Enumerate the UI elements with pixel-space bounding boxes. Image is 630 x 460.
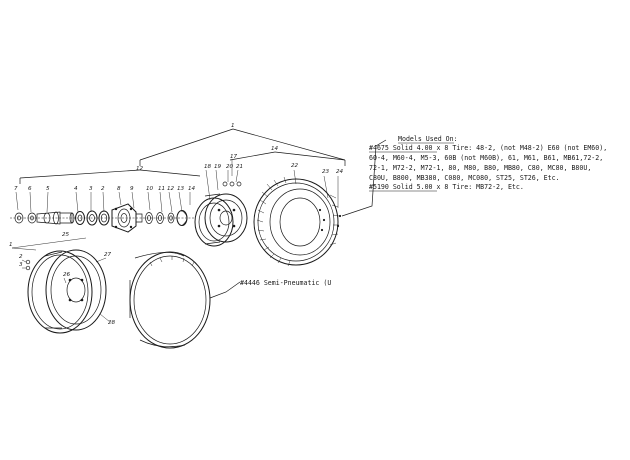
part-number-3: 3 — [89, 186, 93, 192]
models-used-callout: Models Used On: #4675 Solid 4.00 x 8 Tir… — [369, 135, 607, 192]
part-number-10: 10 — [146, 186, 154, 192]
part-number-13: 13 — [177, 186, 185, 192]
models-line-2: 60-4, M60-4, M5-3, 60B (not M60B), 61, M… — [369, 154, 603, 162]
part-number-11: 11 — [158, 186, 165, 192]
part-number-lower-1: 1 — [9, 242, 13, 248]
part-number-21: 21 — [236, 164, 243, 170]
models-line-3: 72-1, M72-2, M72-1, 80, M80, B80, MB80, … — [369, 164, 591, 172]
models-line-4: C80U, B800, MB380, C080, MC080, ST25, ST… — [369, 174, 560, 182]
part-number-lower-2: 2 — [19, 254, 23, 260]
part-number-9: 9 — [130, 186, 134, 192]
part-number-20: 20 — [226, 164, 234, 170]
part-number-25: 25 — [62, 232, 70, 238]
part-number-4: 4 — [74, 186, 78, 192]
hub-parts-row — [10, 203, 195, 233]
split-rim-assembly: 18 19 20 21 17 — [194, 154, 248, 247]
part-number-24: 24 — [336, 169, 344, 175]
part-number-17: 17 — [230, 154, 238, 160]
models-line-5: #5190 Solid 5.00 x 8 Tire: MB72-2, Etc. — [369, 183, 524, 191]
solid-tire: 22 23 24 — [253, 139, 387, 267]
part-number-23: 23 — [322, 169, 330, 175]
part-number-2: 2 — [101, 186, 105, 192]
part-number-hub-group: 12 — [136, 166, 144, 172]
part-number-lower-3: 3 — [19, 262, 23, 268]
pneumatic-wheel-rim: 1 2 3 25 26 27 28 — [9, 232, 116, 334]
part-number-18: 18 — [204, 164, 212, 170]
part-number-14: 14 — [188, 186, 196, 192]
part-number-7: 7 — [14, 186, 18, 192]
part-number-27: 27 — [104, 252, 112, 258]
part-number-tire-group: 14 — [271, 146, 279, 152]
models-heading: Models Used On: — [398, 135, 458, 143]
part-number-26: 26 — [63, 272, 71, 278]
semi-pneumatic-label: #4446 Semi-Pneumatic (U — [240, 279, 331, 287]
part-number-28: 28 — [108, 320, 116, 326]
top-row-part-numbers: 7 6 5 4 3 2 8 9 10 11 12 13 14 — [14, 186, 196, 213]
semi-pneumatic-tire — [129, 251, 241, 349]
part-number-5: 5 — [46, 186, 50, 192]
models-line-1: #4675 Solid 4.00 x 8 Tire: 48-2, (not M4… — [369, 144, 607, 152]
part-number-19: 19 — [214, 164, 222, 170]
part-number-22: 22 — [291, 163, 299, 169]
part-number-assembly: 1 — [231, 123, 235, 129]
part-number-12: 12 — [167, 186, 175, 192]
assembly-bracket: 1 12 14 — [19, 123, 346, 184]
part-number-8: 8 — [117, 186, 121, 192]
part-number-6: 6 — [28, 186, 32, 192]
semi-pneumatic-callout: #4446 Semi-Pneumatic (U — [240, 279, 331, 287]
